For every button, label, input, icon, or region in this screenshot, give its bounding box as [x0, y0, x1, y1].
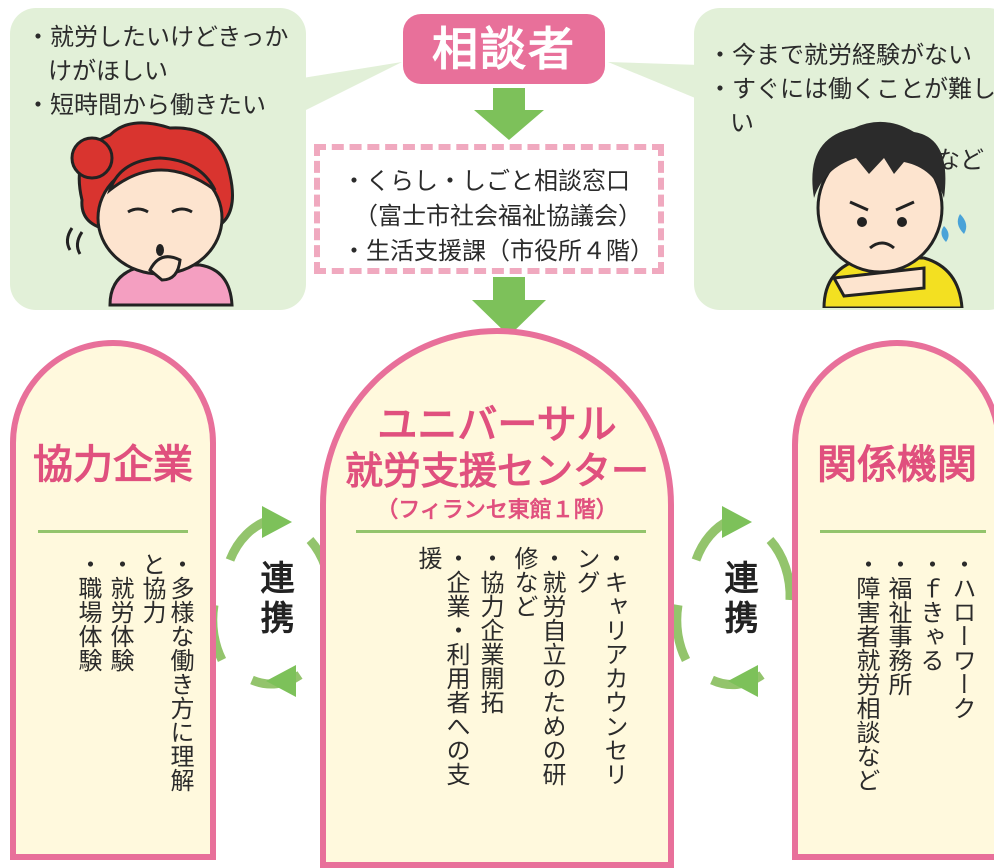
support-center-title-line2: 就労支援センター — [344, 449, 649, 493]
list-item: 今まで就労経験がない — [708, 38, 994, 72]
list-item: 短時間から働きたい — [26, 88, 296, 122]
cycle-arrowhead — [722, 506, 752, 538]
list-item: ・ハローワーク — [948, 552, 976, 720]
related-agencies-card: 関係機関 ・ハローワーク ・ｆきゃる ・福祉事務所 ・障害者就労相談など — [792, 340, 994, 860]
list-item: ・ｆきゃる — [916, 552, 944, 672]
divider — [356, 530, 646, 533]
related-agencies-title: 関係機関 — [817, 442, 977, 488]
left-bubble-list: 就労したいけどきっかけがほしい 短時間から働きたい — [26, 20, 296, 122]
related-agencies-list: ・ハローワーク ・ｆきゃる ・福祉事務所 ・障害者就労相談など — [826, 552, 976, 852]
list-item: ・多様な働き方に理解と協力 — [138, 552, 194, 792]
list-item: ・キャリアカウンセリング — [572, 546, 628, 786]
list-item: ・福祉事務所 — [884, 552, 912, 696]
worried-boy-illustration — [812, 121, 967, 308]
cycle-arrowhead — [262, 506, 292, 538]
support-center-subtitle: （フィランセ東館１階） — [376, 498, 618, 523]
partner-companies-card: 協力企業 ・多様な働き方に理解と協力 ・就労体験 ・職場体験 — [10, 340, 216, 860]
consultant-label: 相談者 — [403, 14, 605, 84]
consult-window-line: ・生活支援課（市役所４階） — [342, 237, 654, 265]
right-bubble-list: 今まで就労経験がない すぐには働くことが難しい — [708, 38, 994, 140]
list-item: すぐには働くことが難しい — [708, 72, 994, 140]
list-item: ・障害者就労相談など — [852, 552, 880, 792]
thinking-girl-illustration — [65, 121, 234, 307]
consult-window-line: ・くらし・しごと相談窓口 — [342, 167, 630, 195]
list-item: ・協力企業開拓 — [476, 546, 504, 714]
partner-companies-list: ・多様な働き方に理解と協力 ・就労体験 ・職場体験 — [44, 552, 194, 852]
arrow-down-icon — [472, 277, 546, 336]
divider — [820, 530, 986, 533]
list-item: ・就労体験 — [106, 552, 134, 672]
divider — [38, 530, 188, 533]
consult-window-line: （富士市社会福祉協議会） — [354, 202, 642, 230]
partner-companies-title: 協力企業 — [33, 442, 193, 488]
list-item: ・企業・利用者への支援 — [414, 546, 470, 786]
cooperation-label-left: 連携 — [254, 560, 294, 640]
arrow-down-icon — [474, 88, 544, 140]
cycle-arrowhead — [728, 665, 758, 697]
right-bubble-tail — [608, 62, 700, 100]
list-item: 就労したいけどきっかけがほしい — [26, 20, 296, 88]
list-item: ・就労自立のための研修など — [510, 546, 566, 786]
support-center-title-line1: ユニバーサル — [377, 402, 617, 448]
list-item: ・職場体験 — [74, 552, 102, 672]
consult-window-box: ・くらし・しごと相談窓口 （富士市社会福祉協議会） ・生活支援課（市役所４階） — [314, 144, 664, 274]
left-bubble-tail — [290, 62, 402, 118]
cycle-arrowhead — [266, 665, 296, 697]
support-center-card: ユニバーサル 就労支援センター （フィランセ東館１階） ・キャリアカウンセリング… — [320, 328, 674, 868]
cooperation-label-right: 連携 — [718, 560, 758, 640]
left-speech-bubble: 就労したいけどきっかけがほしい 短時間から働きたい — [10, 8, 306, 310]
support-center-list: ・キャリアカウンセリング ・就労自立のための研修など ・協力企業開拓 ・企業・利… — [366, 546, 628, 846]
right-speech-bubble: 今まで就労経験がない すぐには働くことが難しい など — [694, 8, 994, 310]
